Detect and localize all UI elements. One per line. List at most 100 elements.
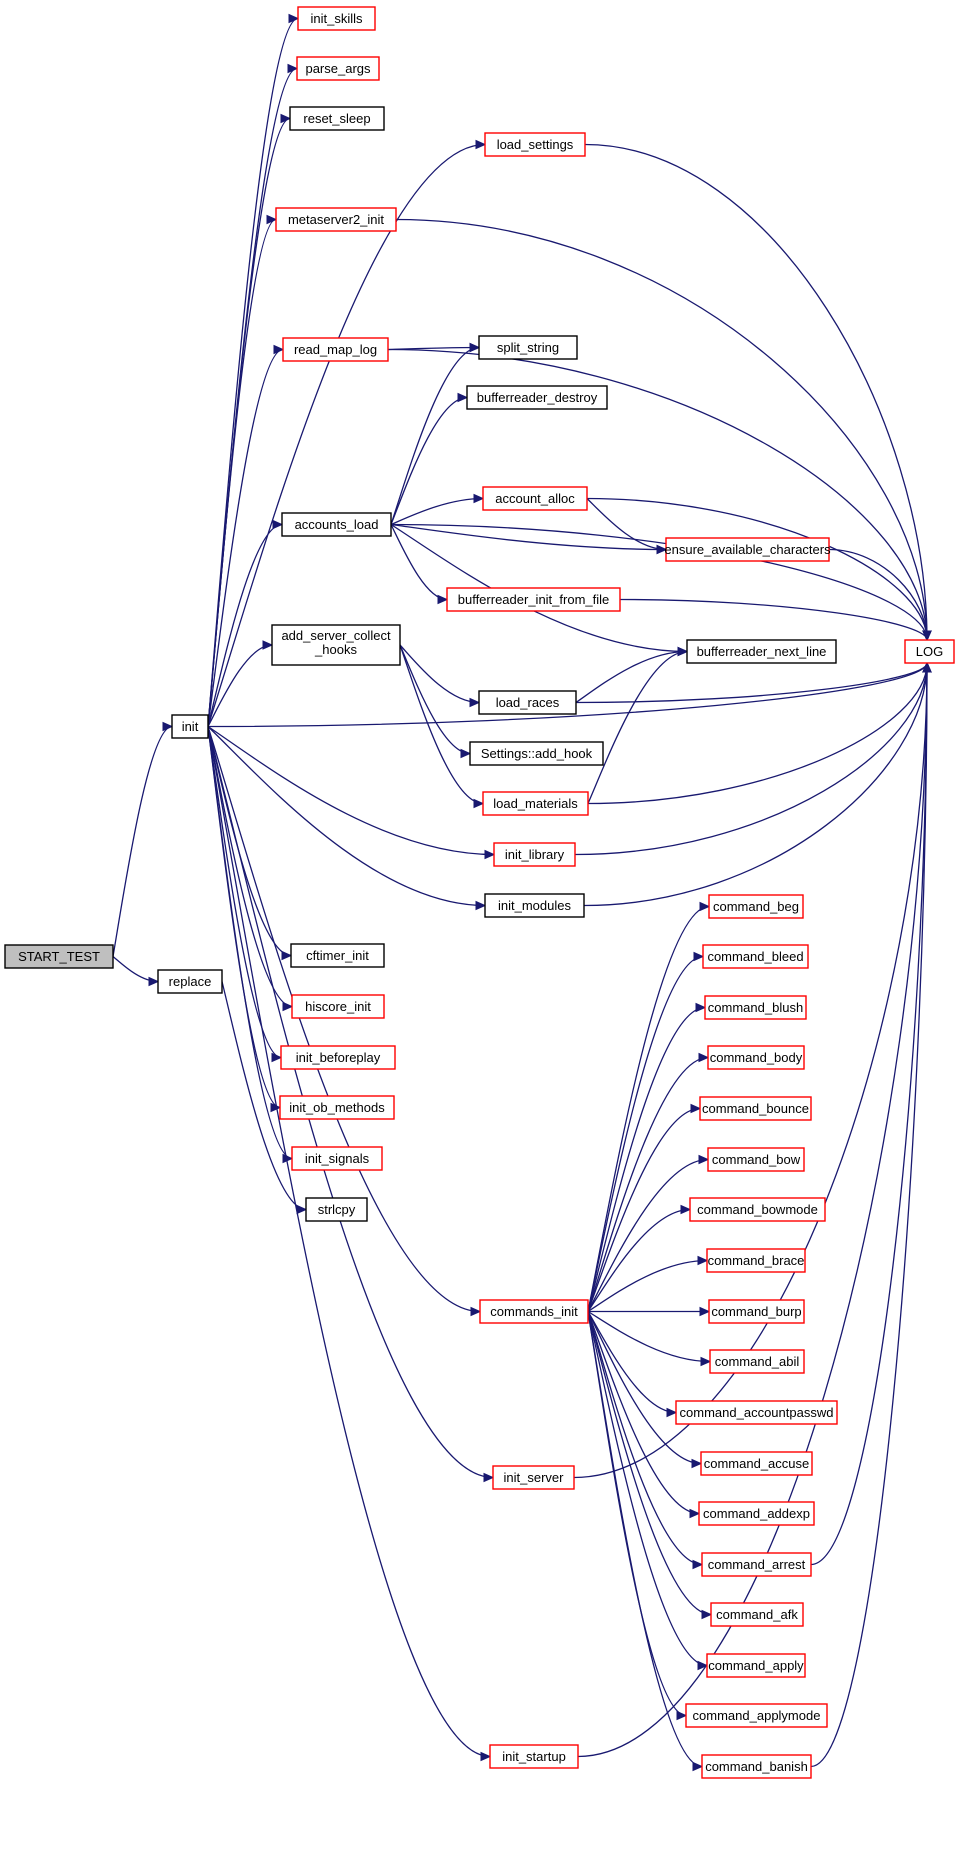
node-command-banish[interactable]: command_banish [701, 1754, 812, 1779]
node-box [689, 1197, 826, 1222]
edge-init-to-init-modules [207, 726, 487, 911]
node-init-ob-methods[interactable]: init_ob_methods [279, 1095, 395, 1120]
node-label: command_applymode [693, 1708, 821, 1723]
edge-commands-init-to-command-addexp [587, 1311, 701, 1519]
node-label: bufferreader_next_line [697, 644, 827, 659]
node-label: cftimer_init [306, 948, 369, 963]
node-label: account_alloc [495, 491, 575, 506]
node-command-arrest[interactable]: command_arrest [701, 1552, 812, 1577]
node-box [279, 1095, 395, 1120]
node-strlcpy: strlcpy [305, 1197, 368, 1222]
node-box [296, 56, 380, 81]
node-label: command_burp [711, 1304, 801, 1319]
node-bufferreader-init-from-file[interactable]: bufferreader_init_from_file [446, 587, 621, 612]
node-init-startup[interactable]: init_startup [489, 1744, 579, 1769]
node-label: ensure_available_characters [664, 542, 831, 557]
node-box [708, 894, 804, 919]
node-command-accuse[interactable]: command_accuse [700, 1451, 813, 1476]
edge-accounts-load-to-log [390, 523, 932, 642]
edge-accounts-load-to-bufferreader-init-from-file [390, 524, 449, 605]
node-command-brace[interactable]: command_brace [706, 1248, 806, 1273]
edge-add-server-collect-hooks-to-settings-add-hook [399, 644, 472, 759]
node-parse-args[interactable]: parse_args [296, 56, 380, 81]
edge-account-alloc-to-log [586, 497, 932, 642]
node-box [710, 1602, 804, 1627]
node-init-modules: init_modules [484, 893, 585, 918]
node-label: reset_sleep [303, 111, 370, 126]
node-label: metaserver2_init [288, 212, 384, 227]
node-command-apply[interactable]: command_apply [706, 1653, 806, 1678]
node-box [484, 132, 586, 157]
node-box [271, 624, 401, 666]
edge-add-server-collect-hooks-to-load-materials [399, 644, 485, 809]
node-load-races: load_races [478, 690, 577, 715]
node-ensure-available-characters[interactable]: ensure_available_characters [664, 537, 831, 562]
node-label: load_materials [493, 796, 578, 811]
node-command-bleed[interactable]: command_bleed [702, 944, 809, 969]
node-label: init_startup [502, 1749, 566, 1764]
node-command-abil[interactable]: command_abil [709, 1349, 805, 1374]
node-hiscore-init[interactable]: hiscore_init [291, 994, 385, 1019]
node-label: init_signals [305, 1151, 370, 1166]
edge-ensure-available-characters-to-log [828, 548, 932, 642]
edge-commands-init-to-command-brace [587, 1255, 709, 1313]
node-command-addexp[interactable]: command_addexp [698, 1501, 815, 1526]
node-load-settings[interactable]: load_settings [484, 132, 586, 157]
node-label: strlcpy [318, 1202, 356, 1217]
node-init-library[interactable]: init_library [493, 842, 576, 867]
node-command-bounce[interactable]: command_bounce [699, 1096, 812, 1121]
node-box [701, 1552, 812, 1577]
node-command-accountpasswd[interactable]: command_accountpasswd [675, 1400, 838, 1425]
node-box [708, 1299, 805, 1324]
node-box [291, 994, 385, 1019]
node-box [289, 106, 385, 131]
edge-commands-init-to-command-accountpasswd [587, 1311, 678, 1418]
node-account-alloc[interactable]: account_alloc [482, 486, 588, 511]
node-box [479, 1299, 589, 1324]
node-metaserver2-init[interactable]: metaserver2_init [275, 207, 397, 232]
node-label: command_bleed [707, 949, 803, 964]
node-box [482, 791, 589, 816]
node-command-burp[interactable]: command_burp [708, 1299, 805, 1324]
node-label: init [182, 719, 199, 734]
node-box [4, 944, 114, 969]
node-command-applymode[interactable]: command_applymode [685, 1703, 828, 1728]
node-init-skills[interactable]: init_skills [297, 6, 376, 31]
node-init-server[interactable]: init_server [492, 1465, 575, 1490]
node-command-blush[interactable]: command_blush [704, 995, 807, 1020]
node-read-map-log[interactable]: read_map_log [282, 337, 389, 362]
node-log[interactable]: LOG [904, 639, 955, 664]
node-init-beforeplay[interactable]: init_beforeplay [280, 1045, 396, 1070]
edge-commands-init-to-command-bleed [587, 951, 705, 1312]
edge-load-races-to-bufferreader-next-line [575, 646, 689, 704]
node-label: Settings::add_hook [481, 746, 593, 761]
node-command-beg[interactable]: command_beg [708, 894, 804, 919]
node-box [484, 893, 585, 918]
node-box [478, 690, 577, 715]
node-init-signals[interactable]: init_signals [291, 1146, 383, 1171]
node-command-bowmode[interactable]: command_bowmode [689, 1197, 826, 1222]
edge-commands-init-to-command-bowmode [587, 1204, 692, 1312]
edge-init-library-to-log [574, 661, 932, 856]
edge-init-to-cftimer-init [207, 726, 293, 961]
node-commands-init[interactable]: commands_init [479, 1299, 589, 1324]
node-cftimer-init: cftimer_init [290, 943, 385, 968]
node-command-body[interactable]: command_body [707, 1045, 805, 1070]
node-label: command_bowmode [697, 1202, 818, 1217]
node-box [707, 1147, 805, 1172]
edge-command-banish-to-log [810, 661, 932, 1768]
node-box [489, 1744, 579, 1769]
node-box [446, 587, 621, 612]
node-label: command_apply [708, 1658, 804, 1673]
node-load-materials[interactable]: load_materials [482, 791, 589, 816]
node-label: command_addexp [703, 1506, 810, 1521]
edge-start-test-to-init [112, 721, 174, 957]
node-box [904, 639, 955, 664]
node-command-bow[interactable]: command_bow [707, 1147, 805, 1172]
node-box [280, 1045, 396, 1070]
node-command-afk[interactable]: command_afk [710, 1602, 804, 1627]
node-box [171, 714, 209, 739]
edge-account-alloc-to-ensure-available-characters [586, 498, 668, 555]
edge-commands-init-to-command-blush [587, 1002, 707, 1312]
node-box [290, 943, 385, 968]
